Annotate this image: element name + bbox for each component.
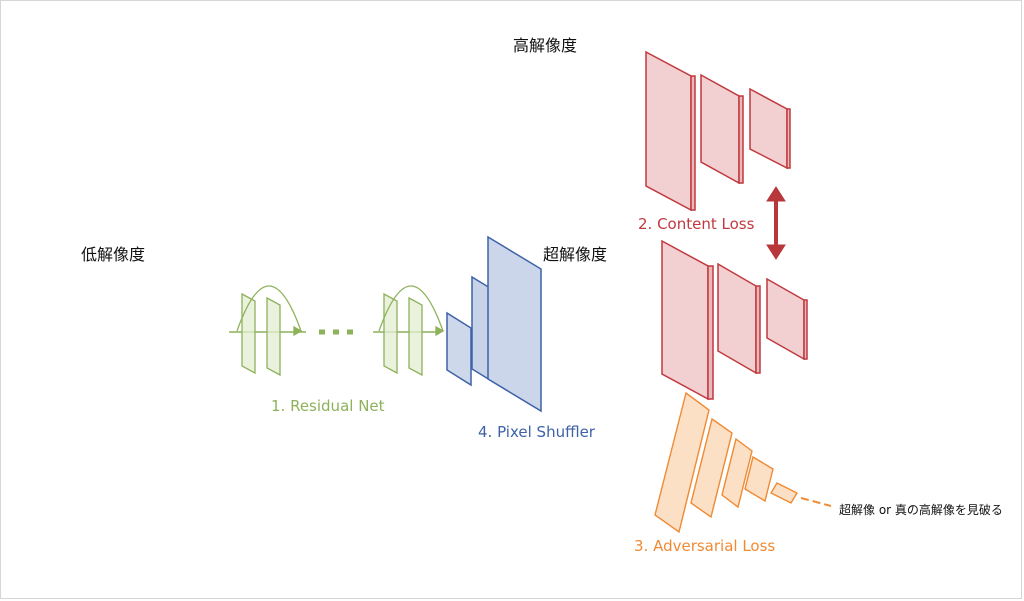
discriminator-output-line <box>800 497 832 507</box>
content-loss-label: 2. Content Loss <box>638 215 755 233</box>
residual-net-block <box>229 285 445 377</box>
adversarial-discriminator <box>654 391 798 534</box>
high-res-label: 高解像度 <box>513 36 578 55</box>
content-loss-bottom <box>661 239 808 401</box>
low-res-label: 低解像度 <box>81 245 146 264</box>
pixel-shuffler-label: 4. Pixel Shuffler <box>478 423 595 441</box>
discriminator-output-label: 超解像 or 真の高解像を見破る <box>839 503 1003 517</box>
content-loss-arrow <box>766 186 786 260</box>
adversarial-loss-label: 3. Adversarial Loss <box>634 537 776 555</box>
pixel-shuffler-block <box>446 235 542 413</box>
content-loss-top <box>645 50 791 212</box>
super-res-label: 超解像度 <box>543 245 608 264</box>
residual-net-label: 1. Residual Net <box>271 397 385 415</box>
